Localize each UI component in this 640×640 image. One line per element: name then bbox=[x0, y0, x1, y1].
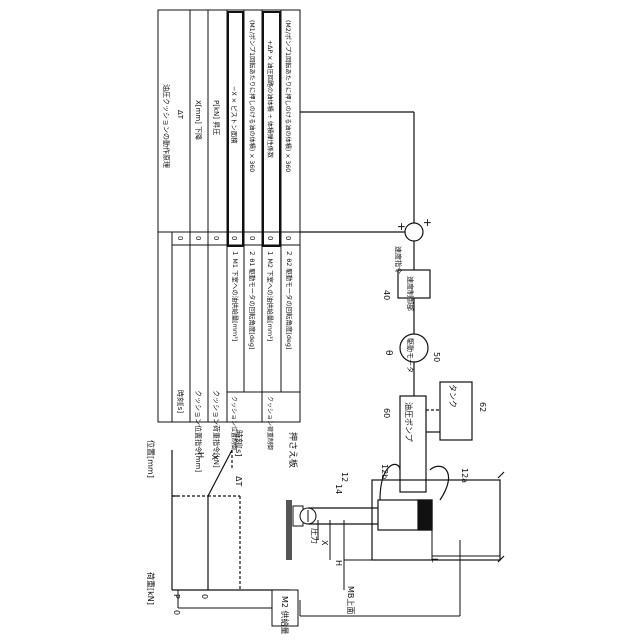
graph-h-label: H bbox=[196, 452, 205, 458]
cell-load-supply-1: +ΔP × 油圧回路の油体積 ÷ 体積弾性係数 bbox=[266, 40, 274, 159]
summing-junction bbox=[300, 112, 423, 270]
cell-load-cmd-0: 0 bbox=[212, 236, 220, 240]
row-label-load-supply: １ M2 下室への油供給量[mm³] bbox=[266, 250, 275, 341]
pump-label: 油圧ポンプ bbox=[404, 402, 414, 442]
speed-controller-label: 速度制御部 bbox=[406, 276, 415, 311]
graph-time-label: 時刻[s] bbox=[234, 430, 244, 456]
cell-load-angle-1: (M2/ポンプ1回転あたりに押しのける油の体積) × 360 bbox=[284, 20, 292, 172]
cell-pos-supply-0: 0 bbox=[230, 236, 238, 240]
graph-delta-t-label: ΔT bbox=[234, 476, 243, 486]
cell-load-cmd-1: P[kN] 昇圧 bbox=[212, 100, 220, 135]
graph-pos-label: 位置[mm] bbox=[146, 440, 156, 478]
mb-label: MB上面 bbox=[346, 586, 355, 614]
cell-pos-cmd-1: X[mm] 下降 bbox=[194, 100, 203, 140]
graph-p-label: P bbox=[172, 594, 181, 599]
graph-zero-left: 0 bbox=[200, 594, 209, 599]
pump-tank-assembly bbox=[380, 382, 472, 500]
ref-12: 12 bbox=[340, 472, 349, 482]
row-label-pos-cmd: クッション位置指令[mm] bbox=[194, 390, 203, 472]
motor-label: 駆動モータ bbox=[406, 338, 415, 373]
m2-supply-label: M2 供給量 bbox=[280, 596, 290, 635]
plus-sign-1: + bbox=[395, 222, 408, 231]
cell-pos-cmd-0: 0 bbox=[194, 236, 202, 240]
theta-label: θ bbox=[383, 350, 393, 356]
cell-pos-angle-1: (M1/ポンプ1回転あたりに押しのける油の体積) × 360 bbox=[248, 20, 256, 172]
cell-pos-supply-1: −X × ピストン面積 bbox=[230, 86, 239, 144]
ref-12b: 12b bbox=[380, 464, 389, 479]
ref-40: 40 bbox=[382, 290, 391, 300]
tank-label: タンク bbox=[448, 384, 457, 408]
graph-load-label: 荷重[kN] bbox=[146, 572, 156, 605]
h-dimension-label: H bbox=[334, 560, 343, 566]
cell-load-supply-0: 0 bbox=[266, 236, 274, 240]
graph-zero-bottom: 0 bbox=[172, 610, 181, 615]
cell-time-1: ΔT bbox=[176, 110, 184, 120]
speed-command-label: 速度指令 bbox=[394, 246, 403, 274]
row-label-time: 時刻[s] bbox=[176, 390, 185, 413]
cell-time-0: 0 bbox=[176, 236, 184, 240]
command-graph bbox=[172, 450, 290, 590]
ref-50: 50 bbox=[432, 352, 441, 362]
table-title: 油圧クッションの動作原理 bbox=[162, 84, 171, 168]
cell-load-angle-0: 0 bbox=[284, 236, 292, 240]
press-plate-label: 押さえ板 bbox=[287, 432, 299, 468]
row-group-load: クッション荷重制御 bbox=[266, 396, 274, 450]
ref-60: 60 bbox=[382, 408, 391, 418]
principle-table bbox=[158, 10, 300, 422]
cell-pos-angle-0: 0 bbox=[248, 236, 256, 240]
ref-12a: 12a bbox=[460, 468, 469, 483]
ref-14: 14 bbox=[334, 484, 343, 494]
row-label-pos-angle: ２ θ1 駆動モータの回転角度[deg] bbox=[248, 250, 257, 349]
row-label-load-angle: ２ θ2 駆動モータの回転角度[deg] bbox=[285, 250, 294, 349]
ref-62: 62 bbox=[478, 402, 487, 412]
x-dimension-label: X bbox=[320, 540, 329, 546]
graph-minus-x-label: -X bbox=[210, 452, 219, 460]
l-dimension-label: L bbox=[430, 558, 439, 563]
plus-sign-2: + bbox=[421, 218, 434, 227]
row-label-pos-supply: １ M1 下室への油供給量[mm³] bbox=[231, 250, 240, 341]
